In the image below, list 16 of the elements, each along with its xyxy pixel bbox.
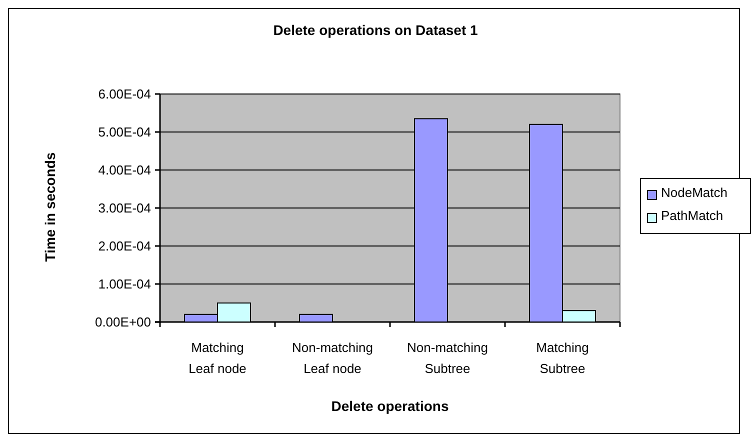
y-tick-label: 5.00E-04 [98, 124, 151, 140]
y-tick-label: 3.00E-04 [98, 200, 151, 216]
y-tick-label: 1.00E-04 [98, 276, 151, 292]
legend-label: PathMatch [661, 208, 724, 223]
y-tick-label: 0.00E+00 [94, 314, 151, 330]
y-tick-label: 4.00E-04 [98, 162, 151, 178]
chart-title: Delete operations on Dataset 1 [272, 22, 479, 38]
y-axis-title: Time in seconds [42, 152, 58, 262]
y-tick-label: 6.00E-04 [98, 86, 151, 102]
x-tick-label: Non-matching Leaf node [292, 340, 373, 376]
legend-label: NodeMatch [661, 185, 728, 200]
x-tick-label: Non-matching Subtree [407, 340, 488, 376]
x-tick-label: Matching Leaf node [188, 340, 246, 376]
y-tick-label: 2.00E-04 [98, 238, 151, 254]
x-tick-label: Matching Subtree [536, 340, 589, 376]
x-axis-title: Delete operations [330, 398, 450, 414]
